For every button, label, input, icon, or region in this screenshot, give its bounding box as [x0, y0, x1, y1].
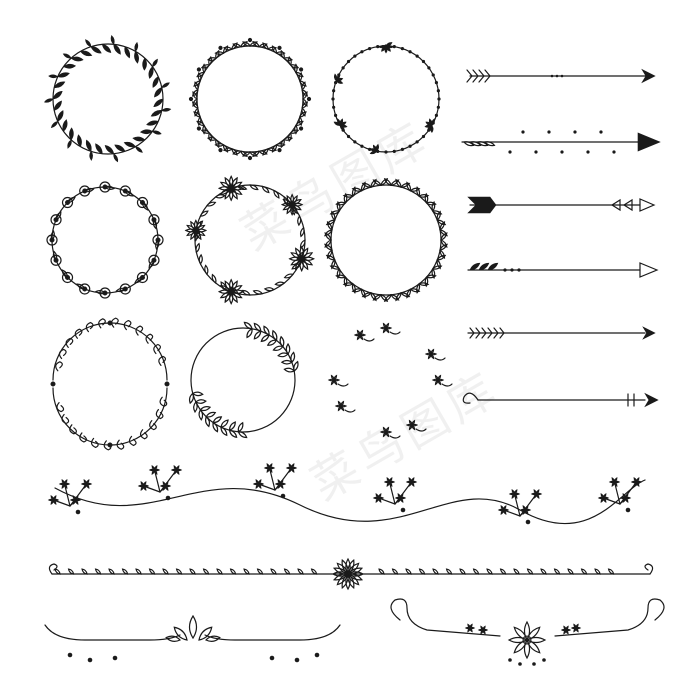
bold-head-arrow-icon — [467, 196, 656, 214]
floral-wave-divider-icon — [47, 463, 646, 525]
swirl-tail-arrow-icon — [462, 392, 659, 408]
dotted-feather-arrow-icon — [461, 130, 661, 154]
leafy-wreath-icon — [44, 35, 172, 163]
chevron-fletched-arrow-icon — [467, 326, 656, 340]
dotted-laurel-wreath-icon — [188, 37, 312, 161]
fletched-arrow-icon — [466, 68, 656, 84]
leafy-circle-frame-icon — [188, 321, 299, 439]
berry-sprig-wreath-icon — [331, 42, 441, 155]
leaf-tail-arrow-icon — [467, 262, 659, 278]
swirl-flower-divider-icon — [390, 598, 665, 666]
daisy-wreath-icon — [184, 175, 315, 305]
curl-bracket-wreath-icon — [50, 317, 170, 451]
leaf-dot-divider-icon — [44, 614, 341, 663]
scattered-flower-wreath-icon — [327, 322, 453, 439]
leafy-flower-divider-icon — [48, 557, 654, 591]
bud-wreath-icon — [46, 181, 164, 299]
thin-leaf-wreath-icon — [324, 177, 448, 303]
